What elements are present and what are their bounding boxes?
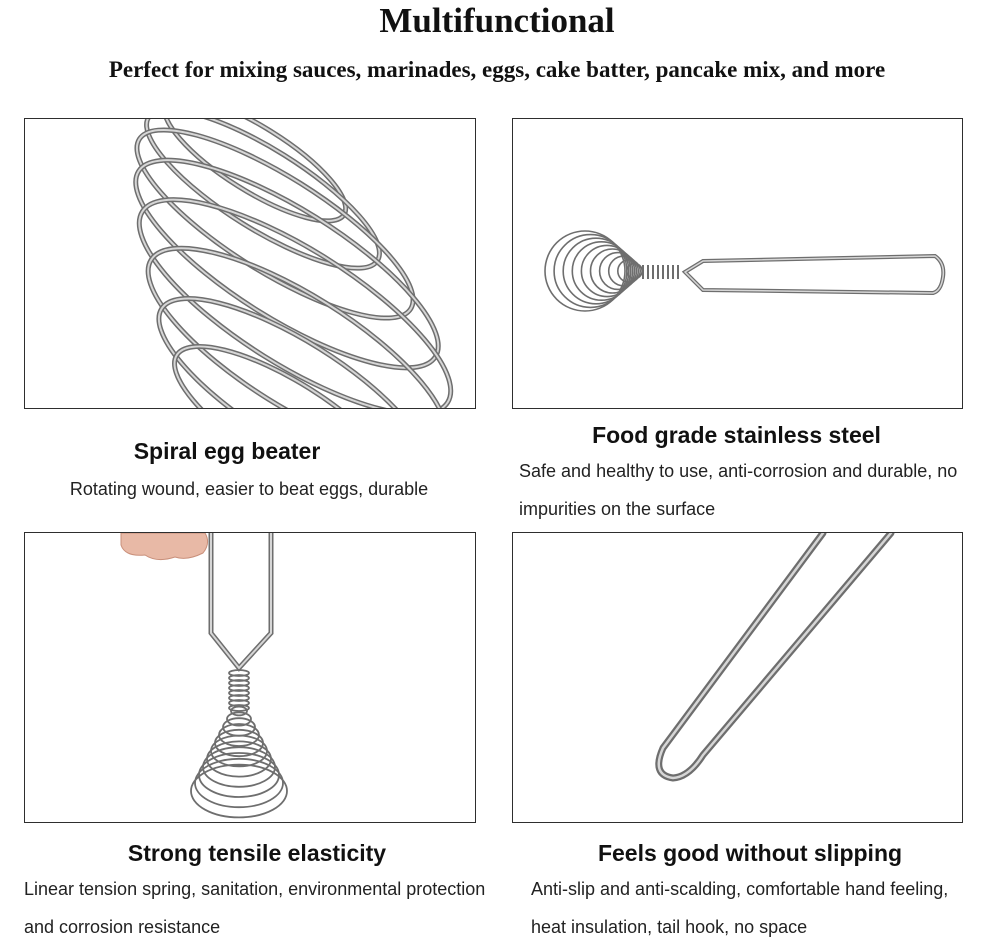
whisk-coil-ring: [544, 230, 626, 312]
whisk-coil-ring: [607, 255, 640, 287]
whisk-handle-highlight: [683, 255, 945, 294]
cone-coil-ring: [198, 752, 280, 798]
spring-whisk-full-icon: [544, 230, 946, 312]
feature-heading-steel: Food grade stainless steel: [592, 422, 881, 448]
page-title: Multifunctional: [379, 1, 615, 40]
handle-loop-image: [512, 532, 963, 823]
handle-loop-wire: [655, 533, 895, 782]
cone-coil-ring: [202, 746, 276, 788]
neck-spring-ring: [228, 679, 250, 687]
neck-spring-ring: [228, 669, 250, 677]
feature-heading-spiral: Spiral egg beater: [133, 438, 321, 464]
neck-spring-ring: [228, 704, 250, 712]
fingertips: [120, 533, 209, 561]
feature-heading-grip: Feels good without slipping: [597, 840, 903, 866]
cone-coil-ring: [226, 711, 252, 727]
handle-wire-outer: [208, 533, 274, 672]
whisk-coil-ring: [571, 241, 632, 302]
whisk-coil-ring: [617, 259, 642, 284]
cone-coil-ring: [222, 717, 256, 737]
whisk-coil-ring: [580, 244, 634, 298]
whisk-in-hand-image: [24, 532, 476, 823]
wire-handle-loop-icon: [655, 533, 895, 782]
whisk-coil-ring: [598, 251, 638, 291]
handle-loop-highlight: [657, 533, 893, 780]
whisk-coil-ring: [562, 237, 630, 305]
spiral-coil-closeup-icon: [133, 119, 454, 408]
neck-spring-ring: [228, 689, 250, 697]
feature-heading-elasticity: Strong tensile elasticity: [127, 840, 387, 866]
spiral-coil-highlight: [134, 159, 440, 369]
spiral-coil-highlight: [173, 345, 401, 408]
neck-spring-ring: [228, 694, 250, 702]
cone-coil-ring: [230, 705, 248, 717]
neck-spring-ring: [228, 674, 250, 682]
spiral-coil-highlight: [157, 297, 429, 408]
feature-desc-elasticity: Linear tension spring, sanitation, envir…: [24, 879, 486, 937]
spiral-closeup-image: [24, 118, 476, 409]
whisk-held-in-hand-icon: [120, 533, 288, 819]
spiral-coil-ring: [133, 157, 441, 371]
feature-desc-steel: Safe and healthy to use, anti-corrosion …: [519, 461, 958, 519]
spiral-coil-highlight: [138, 198, 452, 408]
spiral-coil-highlight: [147, 247, 447, 408]
spring-whisk-image: [512, 118, 963, 409]
handle-wire-highlight: [210, 533, 272, 670]
whisk-handle-wire: [681, 253, 946, 296]
cone-coil-ring: [194, 757, 284, 809]
cone-coil-ring: [190, 763, 288, 819]
feature-desc-spiral: Rotating wound, easier to beat eggs, dur…: [69, 479, 429, 499]
page-subtitle: Perfect for mixing sauces, marinades, eg…: [108, 57, 886, 82]
feature-desc-grip: Anti-slip and anti-scalding, comfortable…: [531, 879, 949, 937]
whisk-coil-ring: [589, 248, 636, 294]
neck-spring-ring: [228, 684, 250, 692]
